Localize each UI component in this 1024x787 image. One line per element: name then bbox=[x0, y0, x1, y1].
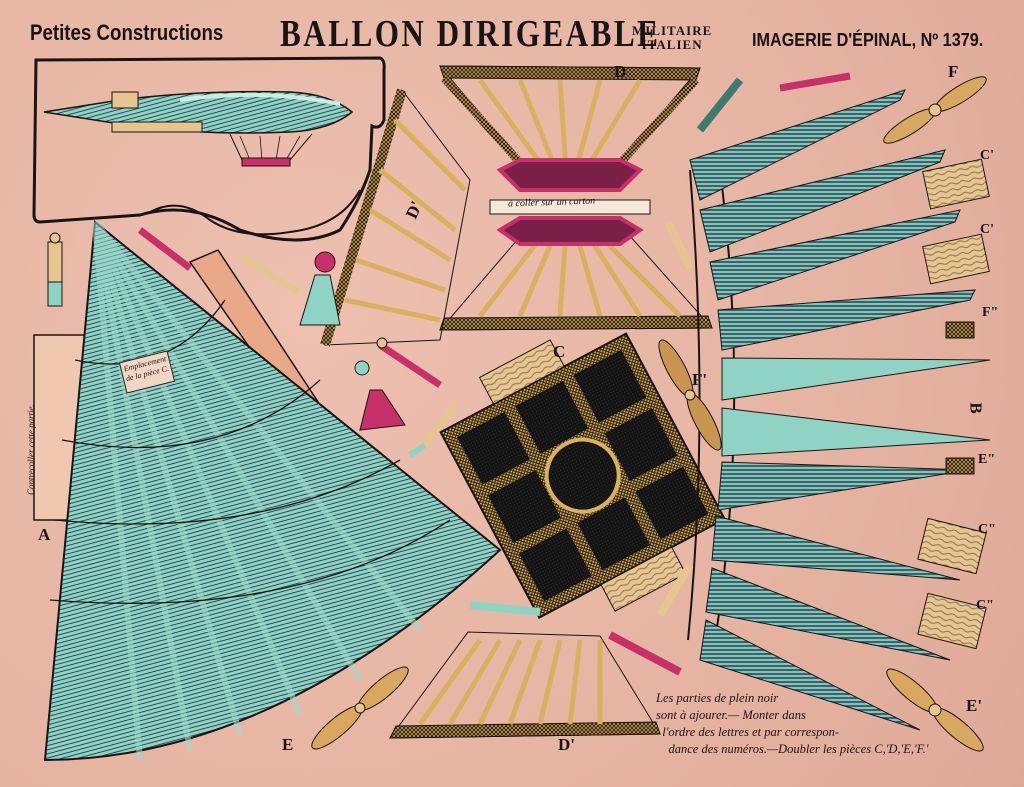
wood-blocks bbox=[917, 158, 990, 650]
piece-a-envelope bbox=[33, 220, 502, 762]
piece-label-e-prime: E' bbox=[966, 696, 983, 715]
piece-b-fins bbox=[687, 89, 991, 731]
piece-c-platform bbox=[439, 332, 727, 619]
piece-d-frame bbox=[438, 65, 714, 331]
piece-label-b: B bbox=[966, 402, 986, 414]
figure-woman-red bbox=[354, 360, 406, 431]
gondola-piece bbox=[489, 158, 651, 246]
figure-woman-umbrella bbox=[299, 251, 341, 326]
airship-illustration bbox=[43, 90, 354, 167]
propeller-f-prime bbox=[658, 339, 722, 451]
series-title: Petites Constructions bbox=[30, 20, 224, 45]
subtitle-line-2: ITALIEN bbox=[641, 37, 703, 52]
contrecoller-label: Contrecoller cette partie. bbox=[26, 404, 36, 495]
piece-d-prime-bottom bbox=[389, 631, 661, 739]
airship-vignette bbox=[32, 56, 386, 242]
piece-label-c: C bbox=[553, 342, 566, 361]
figure-bottom-1 bbox=[469, 601, 541, 616]
propeller-e bbox=[311, 666, 409, 750]
figure-bottom-3 bbox=[608, 631, 682, 676]
figures bbox=[47, 72, 851, 676]
piece-label-c-prime-1: C' bbox=[980, 148, 994, 163]
piece-label-c-double-1: C" bbox=[978, 522, 996, 537]
piece-label-e-double: E" bbox=[978, 452, 996, 467]
figure-lying-2 bbox=[238, 252, 300, 295]
figure-man-left bbox=[47, 232, 63, 307]
figure-man-walking bbox=[408, 402, 459, 458]
piece-d-prime-left bbox=[320, 88, 471, 347]
figure-top-pair bbox=[696, 72, 851, 133]
propellers bbox=[311, 76, 987, 752]
subtitle-line-1: MILITAIRE bbox=[632, 23, 713, 38]
piece-label-a: A bbox=[38, 525, 51, 544]
subtitle: MILITAIRE ITALIEN bbox=[632, 24, 712, 52]
piece-label-c-prime-2: C' bbox=[980, 222, 994, 237]
propeller-e-prime bbox=[886, 668, 984, 752]
assembly-instructions: Les parties de plein noir sont à ajourer… bbox=[656, 691, 929, 756]
figure-right bbox=[664, 220, 694, 270]
publisher-number: IMAGERIE D'ÉPINAL, Nº 1379. bbox=[752, 30, 984, 50]
figure-bottom-2 bbox=[656, 562, 694, 618]
figure-soldier bbox=[376, 337, 442, 388]
piece-label-d-prime-bottom: D' bbox=[558, 735, 575, 754]
piece-label-f: F bbox=[948, 62, 959, 81]
figure-lying-1 bbox=[137, 227, 193, 271]
piece-label-f-double: F" bbox=[982, 305, 999, 320]
propeller-f bbox=[883, 76, 987, 144]
main-title: BALLON DIRIGEABLE bbox=[280, 13, 661, 55]
piece-label-c-double-2: C" bbox=[976, 598, 994, 613]
piece-label-e: E bbox=[282, 735, 294, 754]
piece-label-f-prime: F' bbox=[692, 370, 708, 389]
piece-label-d: D bbox=[614, 62, 627, 81]
